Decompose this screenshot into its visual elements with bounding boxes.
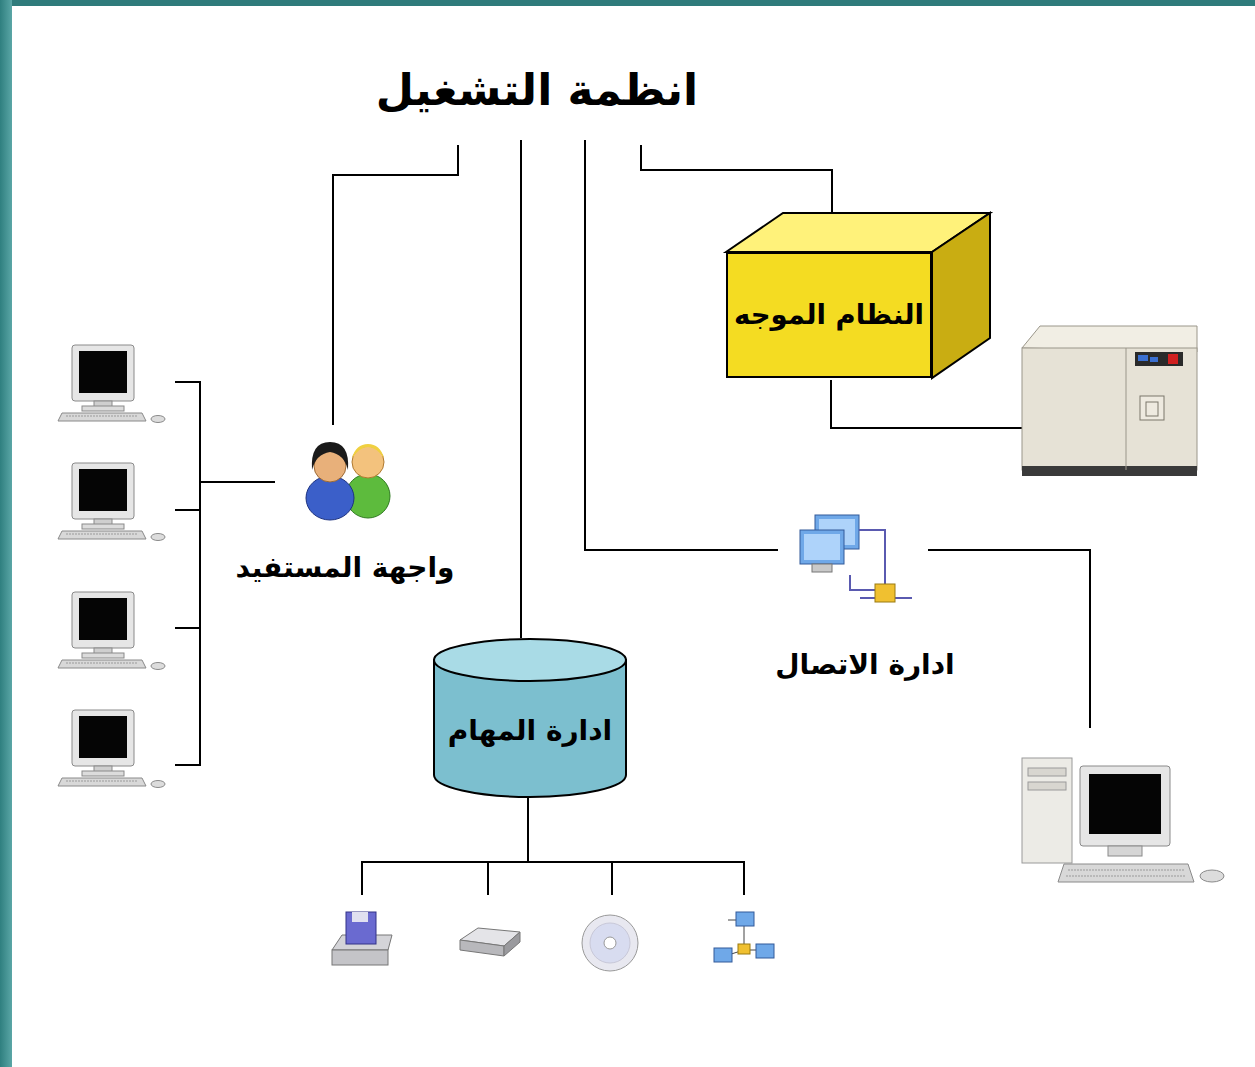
box-side-face <box>932 213 990 378</box>
cylinder: ادارة المهام <box>433 638 627 797</box>
monitor-icon <box>58 463 165 541</box>
connection-label: ادارة الاتصال <box>775 648 954 682</box>
monitor-icon <box>58 710 165 788</box>
node-label: النظام الموجه <box>734 298 924 331</box>
hard-disk-icon <box>460 928 520 956</box>
monitor-icon <box>58 345 165 423</box>
network-icon <box>800 515 912 602</box>
title: انظمة التشغيل <box>376 64 698 117</box>
frame-bar <box>0 0 1255 6</box>
cd-icon <box>582 915 638 971</box>
monitor-icon <box>58 592 165 670</box>
desktop-pc-icon <box>1022 758 1224 882</box>
server-icon <box>1022 326 1197 476</box>
floppy-drive-icon <box>332 912 392 965</box>
interface-label: واجهة المستفيد <box>236 551 455 585</box>
node-label: ادارة المهام <box>448 714 612 748</box>
cylinder-top <box>434 639 626 681</box>
leader-lines <box>175 140 1090 895</box>
network-nodes-icon <box>714 912 774 962</box>
users-icon <box>306 442 390 520</box>
box-face: النظام الموجه <box>726 252 932 378</box>
frame-bar <box>0 0 12 1067</box>
